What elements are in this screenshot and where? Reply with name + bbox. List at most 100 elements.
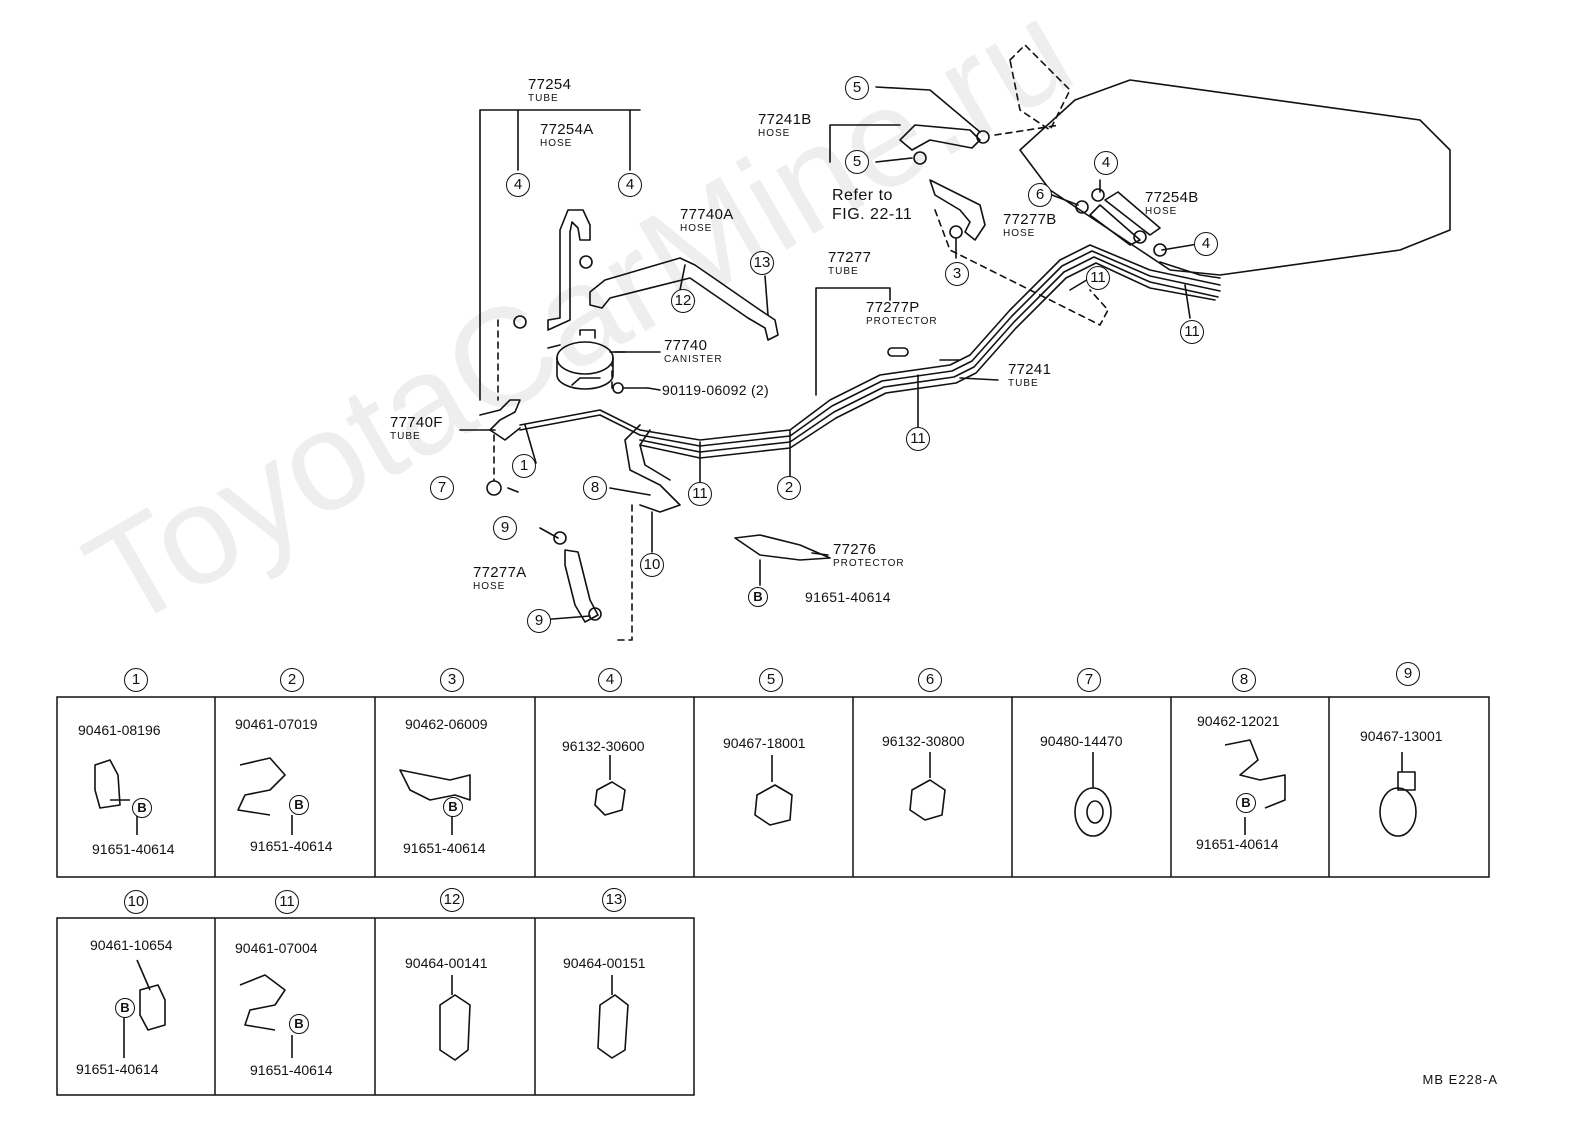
bolt-b-icon: B bbox=[1236, 793, 1256, 813]
callout-5: 5 bbox=[845, 76, 869, 100]
refer-note: Refer to FIG. 22-11 bbox=[832, 186, 912, 224]
table-cell-part: 96132-30800 bbox=[882, 733, 965, 749]
table-cell-part: 90462-12021 bbox=[1197, 713, 1280, 729]
label-77241: 77241 TUBE bbox=[1008, 362, 1051, 389]
part-number: 77277 bbox=[828, 249, 872, 266]
table-cell-part: 90462-06009 bbox=[405, 716, 488, 732]
filler-neck bbox=[1009, 44, 1071, 131]
table-cell-part: 90480-14470 bbox=[1040, 733, 1123, 749]
table-cell-bolt: 91651-40614 bbox=[92, 841, 175, 857]
part-desc: HOSE bbox=[680, 223, 713, 234]
table-cell-part: 90464-00141 bbox=[405, 955, 488, 971]
bolt-b-icon: B bbox=[132, 798, 152, 818]
part-number: 77254A bbox=[540, 121, 594, 138]
callout-4: 4 bbox=[1194, 232, 1218, 256]
table-cell-bolt: 91651-40614 bbox=[76, 1061, 159, 1077]
table-cell-number: 13 bbox=[602, 888, 626, 912]
part-desc: TUBE bbox=[828, 266, 859, 277]
callout-11: 11 bbox=[1086, 266, 1110, 290]
label-77254: 77254 TUBE bbox=[528, 77, 571, 104]
part-desc: HOSE bbox=[473, 581, 506, 592]
label-77740: 77740 CANISTER bbox=[664, 338, 723, 365]
table-cell-number: 5 bbox=[759, 668, 783, 692]
table-cell-number: 7 bbox=[1077, 668, 1101, 692]
bolt-b-icon: B bbox=[443, 797, 463, 817]
refer-line-1: Refer to bbox=[832, 187, 893, 204]
callout-13: 13 bbox=[750, 251, 774, 275]
figure-code: MB E228-A bbox=[1422, 1072, 1498, 1087]
table-cell-part: 90461-07019 bbox=[235, 716, 318, 732]
callout-4: 4 bbox=[506, 173, 530, 197]
table-cell-number: 9 bbox=[1396, 662, 1420, 686]
callout-8: 8 bbox=[583, 476, 607, 500]
table-cell-number: 4 bbox=[598, 668, 622, 692]
bolt-b-callout: B bbox=[748, 587, 768, 607]
callout-5: 5 bbox=[845, 150, 869, 174]
tube-77740f bbox=[479, 399, 521, 441]
table-cell-number: 12 bbox=[440, 888, 464, 912]
label-77241b: 77241B HOSE bbox=[758, 112, 812, 139]
table-cell-part: 90467-18001 bbox=[723, 735, 806, 751]
part-desc: HOSE bbox=[1145, 206, 1178, 217]
label-77254a: 77254A HOSE bbox=[540, 122, 594, 149]
fuel-tank-outline bbox=[1019, 79, 1451, 276]
callout-9: 9 bbox=[493, 516, 517, 540]
part-desc: TUBE bbox=[390, 431, 421, 442]
part-number: 77254 bbox=[528, 76, 572, 93]
label-77277b: 77277B HOSE bbox=[1003, 212, 1057, 239]
callout-4: 4 bbox=[618, 173, 642, 197]
refer-line-2: FIG. 22-11 bbox=[832, 206, 913, 224]
table-cell-number: 6 bbox=[918, 668, 942, 692]
part-desc: PROTECTOR bbox=[866, 316, 938, 327]
callout-4: 4 bbox=[1094, 151, 1118, 175]
part-desc: TUBE bbox=[1008, 378, 1039, 389]
table-cell-number: 11 bbox=[275, 890, 299, 914]
label-91651-40614-diagram: 91651-40614 bbox=[805, 590, 891, 604]
callout-2: 2 bbox=[777, 476, 801, 500]
bolt-b-icon: B bbox=[115, 998, 135, 1018]
label-90119-06092: 90119-06092 (2) bbox=[662, 383, 769, 397]
part-number: 77740A bbox=[680, 206, 734, 223]
table-cell-number: 2 bbox=[280, 668, 304, 692]
main-tube-bundle bbox=[519, 244, 1221, 441]
table-cell-part: 90461-10654 bbox=[90, 937, 173, 953]
label-77276: 77276 PROTECTOR bbox=[833, 542, 905, 569]
table-cell-part: 96132-30600 bbox=[562, 738, 645, 754]
callout-11: 11 bbox=[906, 427, 930, 451]
part-number: 91651-40614 bbox=[805, 589, 891, 605]
callout-3: 3 bbox=[945, 262, 969, 286]
hose-77241b bbox=[899, 124, 981, 151]
table-cell-bolt: 91651-40614 bbox=[1196, 836, 1279, 852]
part-number: 77241B bbox=[758, 111, 812, 128]
part-number: 77277P bbox=[866, 299, 920, 316]
part-number: 77276 bbox=[833, 541, 877, 558]
label-77254b: 77254B HOSE bbox=[1145, 190, 1199, 217]
label-77277p: 77277P PROTECTOR bbox=[866, 300, 938, 327]
callout-1: 1 bbox=[512, 454, 536, 478]
part-number: 77254B bbox=[1145, 189, 1199, 206]
part-number: 77740F bbox=[390, 414, 443, 431]
part-number: 77740 bbox=[664, 337, 708, 354]
table-cell-number: 1 bbox=[124, 668, 148, 692]
hose-77740a bbox=[589, 257, 779, 341]
part-desc: TUBE bbox=[528, 93, 559, 104]
callout-7: 7 bbox=[430, 476, 454, 500]
table-cell-part: 90461-07004 bbox=[235, 940, 318, 956]
part-number: 77277A bbox=[473, 564, 527, 581]
protector-77276 bbox=[734, 534, 831, 561]
table-cell-part: 90467-13001 bbox=[1360, 728, 1443, 744]
part-desc: CANISTER bbox=[664, 354, 723, 365]
part-number: 77277B bbox=[1003, 211, 1057, 228]
label-77740f: 77740F TUBE bbox=[390, 415, 443, 442]
callout-11: 11 bbox=[1180, 320, 1204, 344]
part-desc: PROTECTOR bbox=[833, 558, 905, 569]
callout-12: 12 bbox=[671, 289, 695, 313]
callout-10: 10 bbox=[640, 553, 664, 577]
part-number: 77241 bbox=[1008, 361, 1052, 378]
callout-6: 6 bbox=[1028, 183, 1052, 207]
hose-77254a bbox=[547, 209, 591, 331]
part-number: 90119-06092 (2) bbox=[662, 382, 769, 398]
table-cell-number: 8 bbox=[1232, 668, 1256, 692]
